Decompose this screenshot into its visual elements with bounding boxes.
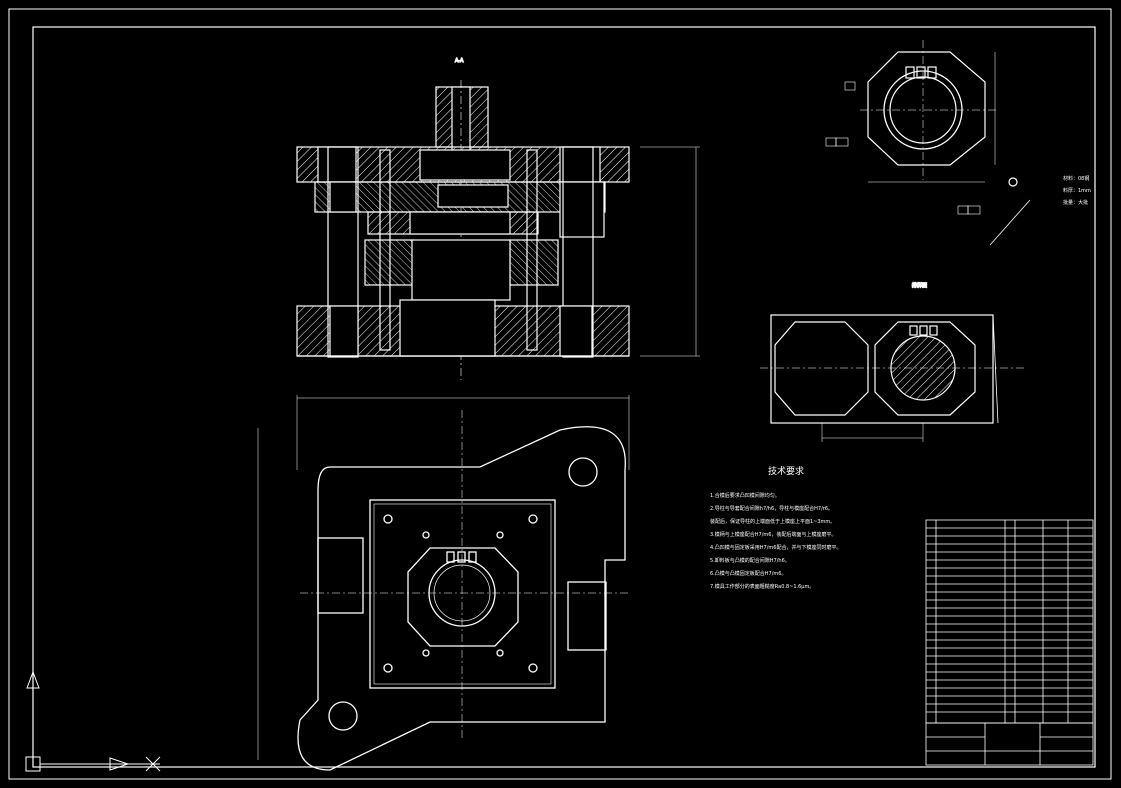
section-view: A-A (296, 57, 700, 380)
tech-item: 5.卸料板与凸模的配合间隙H7/h6。 (710, 557, 790, 564)
material-note-line: 批量：大批 (1063, 199, 1088, 206)
tech-title: 技术要求 (768, 465, 804, 477)
material-note-line: 材料：08钢 (1063, 175, 1089, 182)
tech-item: 2.导柱与导套配合间隙h7/h6，导柱与模座配合H7/r6。 (710, 505, 833, 512)
outer-frame (8, 8, 1112, 780)
material-note: 材料：08钢 料厚：1mm 批量：大批 (1063, 175, 1091, 206)
section-label: A-A (455, 58, 464, 64)
material-note-line: 料厚：1mm (1063, 187, 1091, 194)
plan-view (257, 395, 630, 771)
parts-list (925, 519, 1094, 766)
tech-item: 4.凸凹模与固定板采用H7/m6配合，并与下模座同时磨平。 (710, 544, 841, 551)
part-view (825, 40, 1031, 246)
strip-layout: 排样图 (760, 281, 1025, 442)
tech-item: 3.模柄与上模座配合H7/m6，装配后端面与上模座磨平。 (710, 531, 836, 538)
tech-requirements: 技术要求 1.合模后要求凸凹模间隙均匀。 2.导柱与导套配合间隙h7/h6，导柱… (710, 465, 841, 590)
tech-item: 1.合模后要求凸凹模间隙均匀。 (710, 492, 780, 499)
tech-item: 装配后，保证导柱的上端面低于上模座上平面1~3mm。 (710, 518, 835, 525)
tech-item: 7.模具工作部分的表面粗糙度Ra0.8~1.6μm。 (710, 583, 814, 590)
tech-item: 6.凸模与凸模固定板配合H7/m6。 (710, 570, 786, 577)
inner-frame (32, 26, 1096, 768)
ucs-icon (25, 636, 161, 772)
layout-label: 排样图 (912, 282, 927, 289)
